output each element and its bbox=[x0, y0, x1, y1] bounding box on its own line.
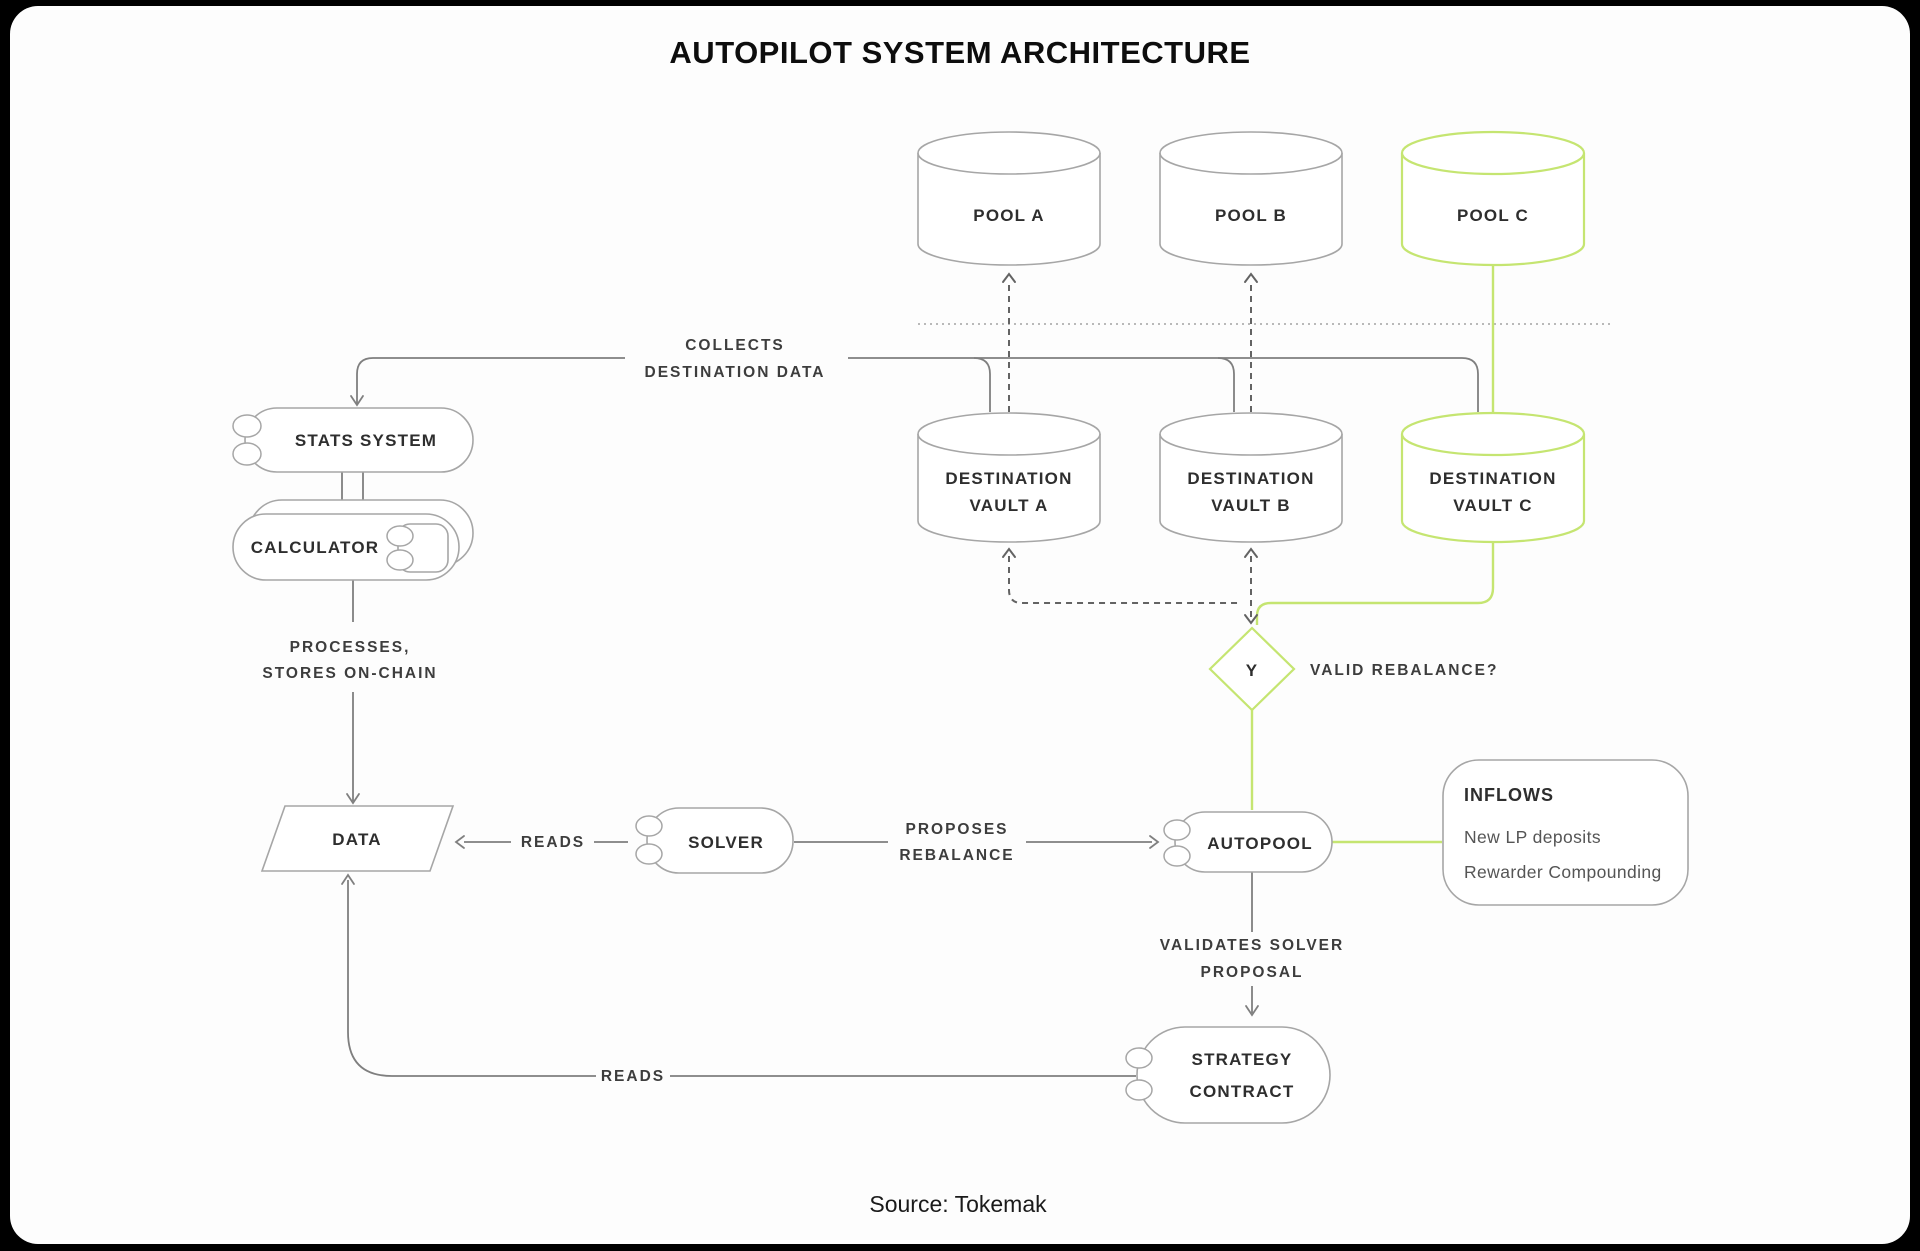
inflows-outline bbox=[1442, 759, 1689, 906]
decision-node: Y VALID REBALANCE? bbox=[1208, 626, 1498, 712]
calculator-label: CALCULATOR bbox=[251, 538, 379, 557]
processes-label-line1: PROCESSES, bbox=[290, 639, 411, 656]
vault-a-cylinder-top bbox=[917, 412, 1101, 456]
arrowhead-into-pool-b bbox=[1244, 272, 1258, 283]
vault-b-label-line1: DESTINATION bbox=[1187, 469, 1314, 488]
dashed-rebalance-lines bbox=[1008, 556, 1252, 618]
pool-a-cylinder-body bbox=[917, 153, 1101, 266]
destination-vault-a-node: DESTINATION VAULT A bbox=[917, 412, 1101, 543]
calculator-node: CALCULATOR bbox=[232, 499, 474, 581]
autopool-pill bbox=[1174, 811, 1333, 873]
arrowhead-into-vault-a bbox=[1002, 547, 1016, 558]
arrowhead-into-pool-a bbox=[1002, 272, 1016, 283]
pool-a-label: POOL A bbox=[973, 206, 1044, 225]
stats-system-label: STATS SYSTEM bbox=[295, 431, 437, 450]
vault-b-cylinder-top bbox=[1159, 412, 1343, 456]
pool-b-label: POOL B bbox=[1215, 206, 1287, 225]
vault-a-cylinder-body bbox=[917, 434, 1101, 543]
arrowhead-into-data-bottom bbox=[341, 873, 355, 885]
data-label: DATA bbox=[332, 830, 382, 849]
strategy-contract-label-line2: CONTRACT bbox=[1190, 1082, 1295, 1101]
vault-c-cylinder-top bbox=[1400, 411, 1586, 457]
collects-label-line1: COLLECTS bbox=[685, 337, 785, 354]
vault-a-label-line2: VAULT A bbox=[970, 496, 1049, 515]
processes-label-line2: STORES ON-CHAIN bbox=[262, 665, 437, 682]
vault-b-label-line2: VAULT B bbox=[1211, 496, 1291, 515]
pool-a-cylinder-top bbox=[917, 131, 1101, 175]
autopool-node: AUTOPOOL bbox=[1163, 811, 1333, 873]
diagram-card bbox=[10, 6, 1910, 1244]
pool-c-cylinder-top bbox=[1400, 130, 1586, 176]
strategy-reads-line bbox=[347, 880, 1136, 1077]
pool-b-cylinder-body bbox=[1159, 153, 1343, 266]
reads-solver-label: READS bbox=[521, 834, 585, 851]
arrowhead-into-data-top bbox=[346, 793, 360, 805]
collects-label-line2: DESTINATION DATA bbox=[645, 364, 826, 381]
component-icon bbox=[635, 815, 663, 837]
stats-to-calculator-links bbox=[341, 472, 364, 500]
validates-label-line2: PROPOSAL bbox=[1201, 964, 1304, 981]
inflows-title: INFLOWS bbox=[1464, 785, 1554, 805]
strategy-contract-pill bbox=[1136, 1026, 1331, 1124]
pool-c-node: POOL C bbox=[1400, 130, 1586, 267]
destination-vault-c-node: DESTINATION VAULT C bbox=[1400, 411, 1586, 544]
green-line-vault-c-to-decision bbox=[1255, 542, 1495, 625]
pool-b-cylinder-top bbox=[1159, 131, 1343, 175]
collects-destination-data-line bbox=[356, 357, 1479, 412]
stats-system-pill bbox=[244, 407, 474, 473]
arrowhead-into-data-right bbox=[454, 835, 465, 849]
proposes-label-line1: PROPOSES bbox=[906, 821, 1009, 838]
component-icon bbox=[635, 843, 663, 865]
pool-a-node: POOL A bbox=[917, 131, 1101, 266]
decision-diamond bbox=[1208, 626, 1296, 712]
destination-vault-b-node: DESTINATION VAULT B bbox=[1159, 412, 1343, 543]
vault-c-label-line2: VAULT C bbox=[1453, 496, 1533, 515]
decision-label: Y bbox=[1246, 661, 1259, 680]
inflows-item-1: New LP deposits bbox=[1464, 827, 1601, 847]
arrowhead-into-autopool bbox=[1149, 835, 1160, 849]
arrowhead-into-vault-b bbox=[1244, 547, 1258, 558]
component-icon bbox=[232, 442, 262, 466]
vault-b-cylinder-body bbox=[1159, 434, 1343, 543]
validates-label-line1: VALIDATES SOLVER bbox=[1160, 937, 1344, 954]
arrowhead-into-decision bbox=[1244, 614, 1258, 625]
solver-label: SOLVER bbox=[688, 833, 764, 852]
component-icon bbox=[1163, 819, 1191, 841]
pool-c-cylinder-body bbox=[1400, 153, 1586, 267]
pool-b-node: POOL B bbox=[1159, 131, 1343, 266]
inflows-item-2: Rewarder Compounding bbox=[1464, 862, 1662, 882]
strategy-contract-label-line1: STRATEGY bbox=[1192, 1050, 1293, 1069]
component-icon bbox=[1125, 1079, 1153, 1101]
arrowhead-into-strategy-contract bbox=[1245, 1005, 1259, 1017]
data-parallelogram bbox=[260, 805, 455, 872]
component-icon bbox=[232, 414, 262, 438]
pool-c-label: POOL C bbox=[1457, 206, 1529, 225]
collects-branch-vault-b bbox=[1217, 357, 1235, 412]
component-icon bbox=[1125, 1047, 1153, 1069]
source-caption: Source: Tokemak bbox=[869, 1191, 1047, 1217]
strategy-contract-node: STRATEGY CONTRACT bbox=[1125, 1026, 1331, 1124]
reads-strategy-label: READS bbox=[601, 1068, 665, 1085]
component-icon bbox=[386, 549, 414, 571]
component-icon bbox=[386, 525, 414, 547]
vault-a-label-line1: DESTINATION bbox=[945, 469, 1072, 488]
decision-question-label: VALID REBALANCE? bbox=[1310, 662, 1498, 679]
vault-c-cylinder-body bbox=[1400, 434, 1586, 544]
proposes-label-line2: REBALANCE bbox=[899, 847, 1014, 864]
collects-branch-vault-a bbox=[973, 357, 991, 412]
solver-pill bbox=[646, 807, 794, 874]
arrowhead-into-stats-system bbox=[350, 395, 364, 407]
autopool-label: AUTOPOOL bbox=[1207, 834, 1313, 853]
vault-c-label-line1: DESTINATION bbox=[1429, 469, 1556, 488]
page-title: AUTOPILOT SYSTEM ARCHITECTURE bbox=[669, 35, 1250, 70]
inflows-box: INFLOWS New LP deposits Rewarder Compoun… bbox=[1442, 759, 1689, 906]
stats-system-node: STATS SYSTEM bbox=[232, 407, 474, 473]
solver-node: SOLVER bbox=[635, 807, 794, 874]
data-node: DATA bbox=[260, 805, 455, 872]
component-icon bbox=[1163, 845, 1191, 867]
